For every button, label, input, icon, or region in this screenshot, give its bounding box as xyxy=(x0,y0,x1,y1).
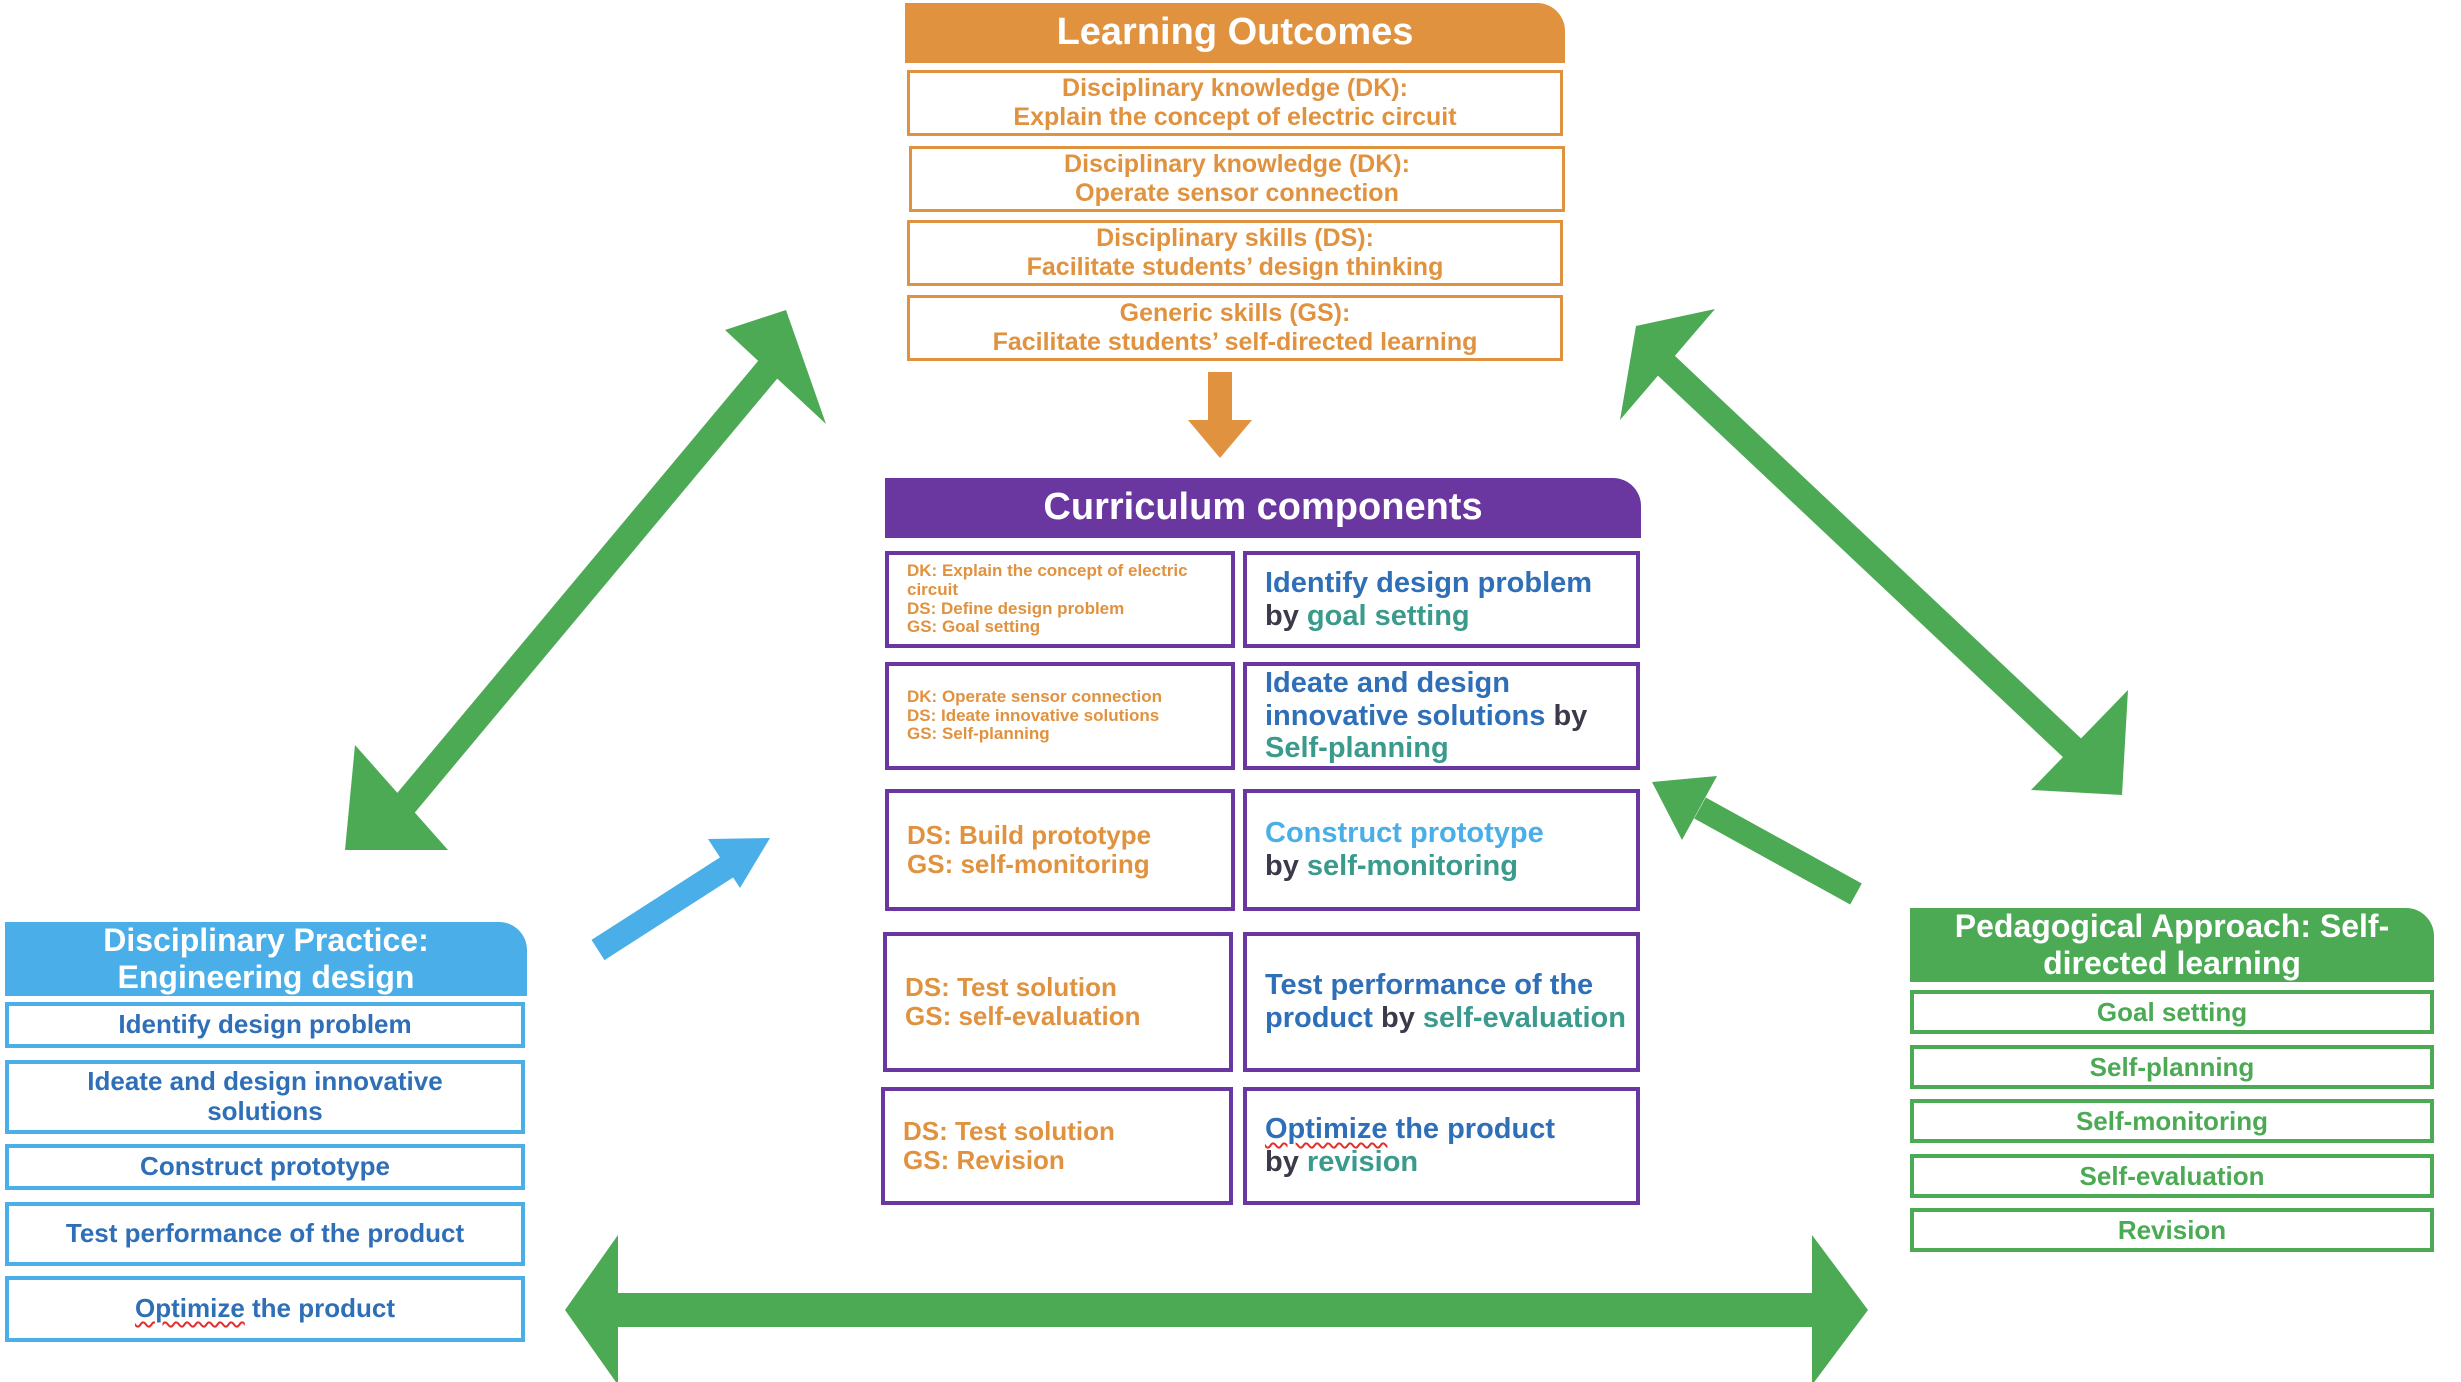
curriculum-row-2-activity: Ideate and design innovative solutions b… xyxy=(1243,662,1640,770)
outcome-label: Disciplinary skills (DS): xyxy=(1096,224,1374,253)
outcomes-to-curriculum-arrow xyxy=(1188,372,1252,458)
outcome-text: Facilitate students’ self-directed learn… xyxy=(992,328,1478,356)
by-word: by xyxy=(1265,599,1299,632)
curriculum-row-5-outcomes: DS: Test solution GS: Revision xyxy=(881,1087,1233,1205)
curriculum-row-4-activity: Test performance of the product by self-… xyxy=(1243,932,1640,1072)
practice-step-rest: the product xyxy=(1395,1113,1556,1146)
practice-item-identify: Identify design problem xyxy=(5,1002,525,1048)
approach-step: Self-planning xyxy=(1265,732,1449,765)
approach-item-label: Self-evaluation xyxy=(2079,1160,2265,1191)
practice-title-line2: Engineering design xyxy=(117,959,415,995)
practice-step-word: Optimize xyxy=(1265,1113,1388,1146)
approach-item-label: Revision xyxy=(2117,1214,2227,1245)
learning-outcome-gs: Generic skills (GS): Facilitate students… xyxy=(907,295,1563,361)
outcome-label: Generic skills (GS): xyxy=(1119,299,1351,328)
outcome-ds: DS: Build prototype xyxy=(907,819,1152,850)
pedagogical-approach-header: Pedagogical Approach: Self-directed lear… xyxy=(1910,908,2434,982)
by-word: by xyxy=(1381,1002,1415,1034)
practice-item-label: Test performance of the product xyxy=(65,1218,465,1249)
learning-outcome-dk-2: Disciplinary knowledge (DK): Operate sen… xyxy=(909,146,1565,212)
approach-item-goal-setting: Goal setting xyxy=(1910,990,2434,1034)
outcome-ds: DS: Test solution xyxy=(903,1115,1115,1146)
outcome-text: Facilitate students’ design thinking xyxy=(1026,253,1444,281)
practice-item-optimize: Optimize the product xyxy=(5,1276,525,1342)
by-word: by xyxy=(1553,699,1588,732)
outcome-ds: DS: Test solution xyxy=(905,971,1117,1002)
practice-step: Ideate and design innovative solutions xyxy=(1265,666,1546,732)
approach-item-self-monitoring: Self-monitoring xyxy=(1910,1099,2434,1143)
curriculum-row-3-activity: Construct prototype by self-monitoring xyxy=(1243,789,1640,911)
curriculum-title: Curriculum components xyxy=(1043,486,1483,529)
outcome-gs: GS: self-monitoring xyxy=(907,849,1150,879)
approach-item-label: Self-planning xyxy=(2089,1051,2255,1082)
outcome-gs: GS: Self-planning xyxy=(907,724,1050,744)
practice-item-label: Identify design problem xyxy=(118,1009,412,1040)
practice-item-label: Construct prototype xyxy=(140,1151,390,1182)
outcome-text: Operate sensor connection xyxy=(1075,179,1399,207)
practice-title-line1: Disciplinary Practice: xyxy=(103,922,429,959)
approach-item-revision: Revision xyxy=(1910,1208,2434,1252)
approach-item-self-evaluation: Self-evaluation xyxy=(1910,1154,2434,1198)
curriculum-row-5-activity: Optimize the product by revision xyxy=(1243,1087,1640,1205)
by-word: by xyxy=(1265,1146,1299,1178)
outcome-label: Disciplinary knowledge (DK): xyxy=(1064,150,1410,179)
curriculum-row-4-outcomes: DS: Test solution GS: self-evaluation xyxy=(883,932,1233,1072)
approach-step: self-evaluation xyxy=(1422,1002,1626,1034)
practice-item-test: Test performance of the product xyxy=(5,1202,525,1266)
curriculum-row-3-outcomes: DS: Build prototype GS: self-monitoring xyxy=(885,789,1235,911)
approach-to-curriculum-arrow xyxy=(1652,776,1862,905)
learning-outcomes-title: Learning Outcomes xyxy=(1056,11,1414,54)
curriculum-row-1-activity: Identify design problem by goal setting xyxy=(1243,551,1640,648)
approach-step: self-monitoring xyxy=(1306,850,1518,882)
practice-item-rest: the product xyxy=(252,1293,396,1324)
outcome-gs: GS: Revision xyxy=(903,1145,1065,1175)
approach-title: Pedagogical Approach: Self-directed lear… xyxy=(1954,908,2390,981)
disciplinary-practice-header: Disciplinary Practice: Engineering desig… xyxy=(5,922,527,996)
practice-step: Construct prototype xyxy=(1265,817,1544,850)
approach-item-self-planning: Self-planning xyxy=(1910,1045,2434,1089)
practice-to-curriculum-arrow xyxy=(591,838,770,961)
outcome-gs: GS: Goal setting xyxy=(907,617,1041,637)
outcome-dk: DK: Explain the concept of electric circ… xyxy=(907,561,1188,599)
learning-outcomes-header: Learning Outcomes xyxy=(905,3,1565,63)
practice-step: Test performance of the product xyxy=(1265,969,1594,1034)
approach-item-label: Goal setting xyxy=(2096,996,2248,1027)
outcome-dk: DK: Operate sensor connection xyxy=(907,686,1163,706)
practice-item-ideate: Ideate and design innovative solutions xyxy=(5,1060,525,1134)
learning-outcome-ds: Disciplinary skills (DS): Facilitate stu… xyxy=(907,220,1563,286)
practice-item-label: Ideate and design innovative solutions xyxy=(87,1066,443,1126)
approach-step: revision xyxy=(1306,1146,1419,1178)
practice-item-construct: Construct prototype xyxy=(5,1144,525,1190)
outcome-gs: GS: self-evaluation xyxy=(905,1001,1141,1031)
practice-step: Identify design problem xyxy=(1265,566,1593,599)
outcome-ds: DS: Ideate innovative solutions xyxy=(907,705,1160,725)
curriculum-row-2-outcomes: DK: Operate sensor connection DS: Ideate… xyxy=(885,662,1235,770)
approach-step: goal setting xyxy=(1306,599,1470,632)
curriculum-row-1-outcomes: DK: Explain the concept of electric circ… xyxy=(885,551,1235,648)
practice-item-word: Optimize xyxy=(134,1293,245,1324)
approach-item-label: Self-monitoring xyxy=(2075,1105,2269,1136)
by-word: by xyxy=(1265,850,1299,882)
double-arrow-practice-approach xyxy=(565,1235,1868,1382)
outcome-text: Explain the concept of electric circuit xyxy=(1013,103,1457,131)
learning-outcome-dk-1: Disciplinary knowledge (DK): Explain the… xyxy=(907,70,1563,136)
outcome-label: Disciplinary knowledge (DK): xyxy=(1062,74,1408,103)
outcome-ds: DS: Define design problem xyxy=(907,598,1125,618)
curriculum-header: Curriculum components xyxy=(885,478,1641,538)
